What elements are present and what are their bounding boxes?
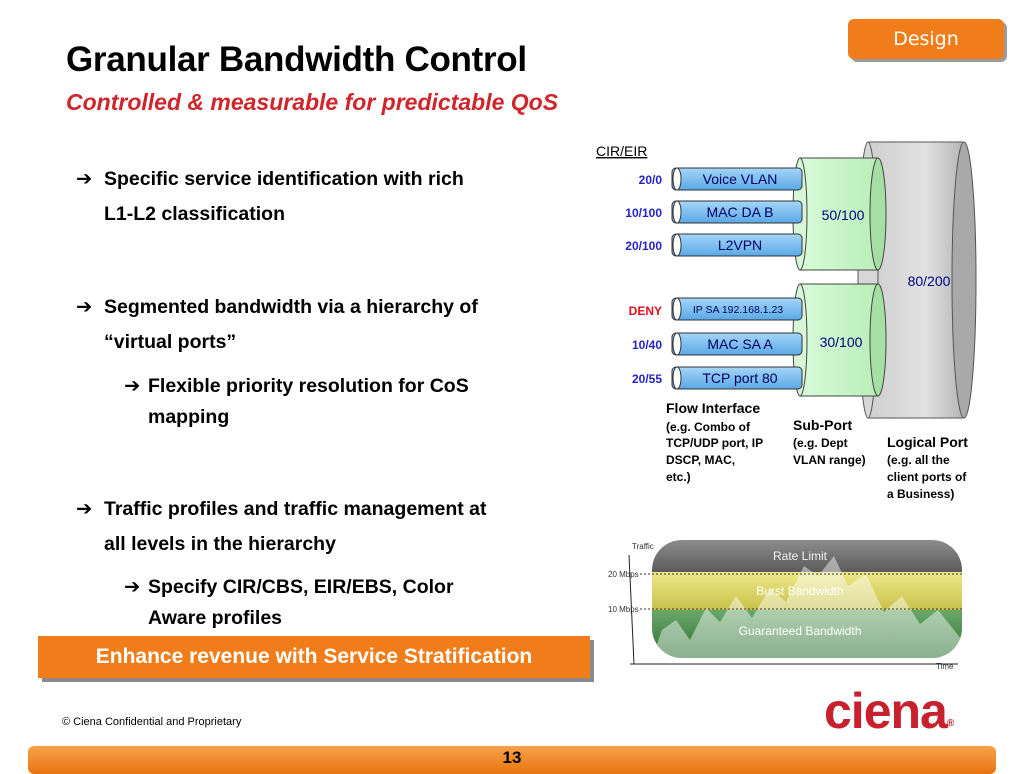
rate-limit-label: Rate Limit <box>773 549 828 563</box>
bullet-3-sub-line-1: Specify CIR/CBS, EIR/EBS, Color <box>148 576 454 598</box>
page-subtitle: Controlled & measurable for predictable … <box>66 89 559 115</box>
ciena-logo: ciena® <box>824 682 954 740</box>
subport-desc-2: VLAN range) <box>793 453 866 467</box>
flow-label-l2vpn: L2VPN <box>718 237 762 253</box>
flow-rate-2: 10/100 <box>625 206 662 220</box>
bullet-1-line-2: L1-L2 classification <box>104 203 285 225</box>
tick-20-mbps: 20 Mbps <box>608 570 639 579</box>
flow-pill-1 <box>671 167 803 191</box>
guaranteed-bandwidth-band <box>652 610 962 658</box>
flow-interface-desc-4: etc.) <box>666 470 691 484</box>
logical-port-rate: 80/200 <box>908 273 951 289</box>
subport-title: Sub-Port <box>793 417 852 433</box>
y-axis-line <box>628 554 635 665</box>
flow-rate-3: 20/100 <box>625 239 662 253</box>
subport-rate-bottom: 30/100 <box>820 334 863 350</box>
arrow-icon: ➔ <box>76 168 93 190</box>
traffic-curve <box>652 556 962 658</box>
bullet-2-line-1: Segmented bandwidth via a hierarchy of <box>104 296 478 318</box>
logical-port-title: Logical Port <box>887 434 968 450</box>
tick-10-mbps: 10 Mbps <box>608 605 639 614</box>
arrow-icon: ➔ <box>76 498 93 520</box>
x-axis-label: Time <box>936 662 954 671</box>
arrow-icon: ➔ <box>124 375 141 397</box>
flow-rate-deny: DENY <box>629 304 662 318</box>
traffic-bandwidth-illustration: Traffic 20 Mbps 10 Mbps Time Rate Limit … <box>608 540 964 671</box>
arrow-icon: ➔ <box>76 296 93 318</box>
subport-cylinder-bottom <box>792 283 887 397</box>
registered-mark: ® <box>946 718 954 729</box>
flow-pill-4 <box>671 297 803 321</box>
flow-label-mac-sa: MAC SA A <box>707 336 773 352</box>
bullet-2-line-2: “virtual ports” <box>104 331 237 353</box>
bullet-3-sub-line-2: Aware profiles <box>148 607 283 629</box>
flow-interface-desc-2: TCP/UDP port, IP <box>666 436 763 450</box>
bullet-2-sub-line-2: mapping <box>148 406 230 428</box>
flow-pill-2 <box>671 200 803 224</box>
logical-port-desc-3: a Business) <box>887 487 954 501</box>
burst-bandwidth-label: Burst Bandwidth <box>756 584 843 598</box>
bullet-3-line-1: Traffic profiles and traffic management … <box>104 498 487 520</box>
logical-port-desc-2: client ports of <box>887 470 967 484</box>
burst-bandwidth-band <box>652 572 962 610</box>
flow-interface-desc-1: (e.g. Combo of <box>666 420 751 434</box>
flow-pill-3 <box>671 233 803 257</box>
flow-rate-5: 10/40 <box>632 338 662 352</box>
bullet-2-sub-line-1: Flexible priority resolution for CoS <box>148 375 469 397</box>
guaranteed-bandwidth-label: Guaranteed Bandwidth <box>739 624 862 638</box>
subport-desc-1: (e.g. Dept <box>793 436 848 450</box>
bullet-1-line-1: Specific service identification with ric… <box>104 168 464 190</box>
bullet-3: ➔ Traffic profiles and traffic managemen… <box>76 492 487 562</box>
logical-port-desc-1: (e.g. all the <box>887 453 950 467</box>
flow-rate-6: 20/55 <box>632 372 662 386</box>
flow-interface-title: Flow Interface <box>666 400 760 416</box>
subport-rate-top: 50/100 <box>822 207 865 223</box>
y-axis-label: Traffic <box>632 542 654 551</box>
arrow-icon: ➔ <box>124 576 141 598</box>
bandwidth-hierarchy-diagram: CIR/EIR 20/0 10/100 20/100 DENY 10/40 20… <box>596 141 977 501</box>
flow-label-ip-sa: IP SA 192.168.1.23 <box>693 304 783 316</box>
design-tab: Design <box>848 19 1004 59</box>
copyright-notice: © Ciena Confidential and Proprietary <box>62 716 242 728</box>
flow-pill-6 <box>671 366 803 390</box>
flow-label-tcp-80: TCP port 80 <box>702 370 777 386</box>
flow-label-voice-vlan: Voice VLAN <box>703 171 778 187</box>
rate-limit-band <box>652 540 962 572</box>
cir-eir-header: CIR/EIR <box>596 143 647 159</box>
flow-interface-desc-3: DSCP, MAC, <box>666 453 735 467</box>
revenue-callout: Enhance revenue with Service Stratificat… <box>38 636 590 678</box>
flow-pill-5 <box>671 332 803 356</box>
bullet-1: ➔ Specific service identification with r… <box>76 162 464 232</box>
bullet-2: ➔ Segmented bandwidth via a hierarchy of… <box>76 290 478 360</box>
page-title: Granular Bandwidth Control <box>66 40 527 79</box>
bullet-3-line-2: all levels in the hierarchy <box>104 533 336 555</box>
logo-text: ciena <box>824 683 948 739</box>
flow-rate-1: 20/0 <box>639 173 663 187</box>
bullet-3-sub: ➔ Specify CIR/CBS, EIR/EBS, Color Aware … <box>124 572 454 634</box>
flow-label-mac-da: MAC DA B <box>707 204 774 220</box>
bullet-2-sub: ➔ Flexible priority resolution for CoS m… <box>124 371 469 433</box>
page-number: 13 <box>502 748 522 767</box>
